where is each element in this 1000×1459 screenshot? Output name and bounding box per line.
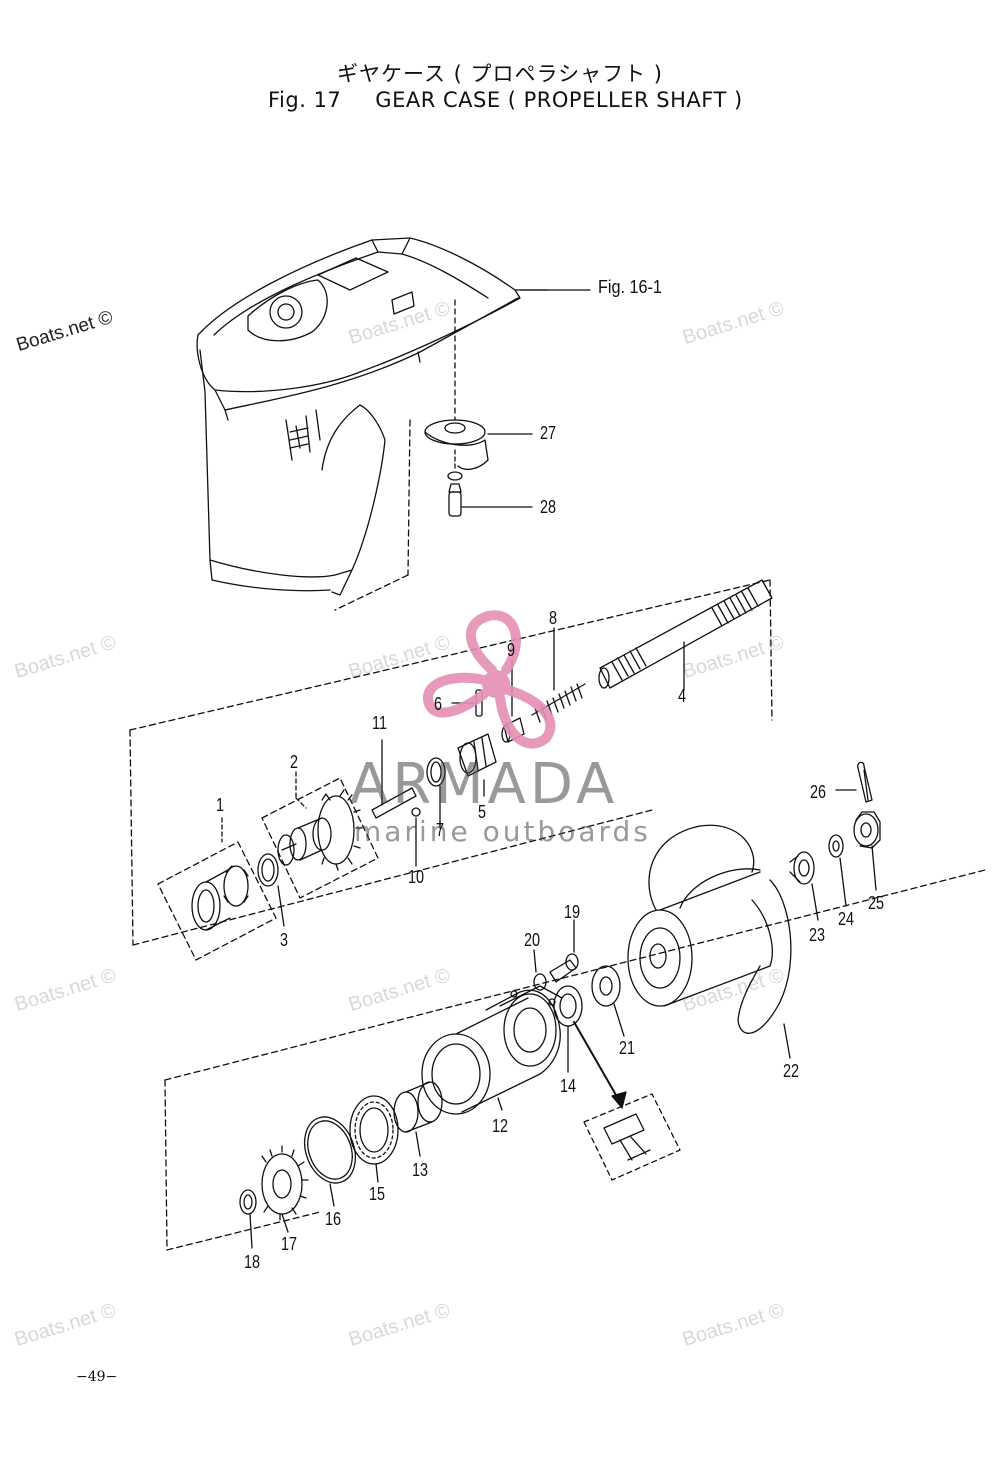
shaft-assembly-frame [129,579,986,1251]
figure-number: Fig. 17 [268,88,342,112]
callout-17: 17 [281,1234,298,1254]
page-number: −49− [76,1369,118,1385]
callout-15: 15 [369,1184,386,1204]
shift-rod [371,739,417,819]
figure-reference: Fig. 16-1 [598,277,662,297]
callout-22: 22 [783,1061,800,1081]
callout-25: 25 [868,893,885,913]
callout-13: 13 [412,1160,429,1180]
callout-26: 26 [810,782,827,802]
seal-detail-box [583,1093,681,1181]
callout-1: 1 [216,795,225,815]
callout-20: 20 [524,930,541,950]
gear-case-housing [196,237,589,611]
callout-2: 2 [290,752,299,772]
callout-3: 3 [280,930,289,950]
pin-ring [426,757,446,829]
title-japanese: ギヤケース ( プロペラシャフト ) [337,62,663,86]
needle-bearing [393,1081,443,1157]
spacer [789,851,819,921]
oil-seal [553,985,627,1109]
bearing-housing [421,985,563,1115]
housing-bolt [549,919,579,983]
nut-washer [828,834,847,907]
callout-18: 18 [244,1252,261,1272]
shim-ring [257,853,285,927]
armada-tagline: marine outboards [354,815,651,848]
propeller-nut [853,811,881,891]
callout-7: 7 [436,820,445,840]
callout-21: 21 [619,1038,636,1058]
spring [531,627,586,723]
callout-10: 10 [408,867,425,887]
callout-8: 8 [549,608,558,628]
anode-plate [424,419,533,517]
bearing-group [157,817,277,961]
callout-4: 4 [678,686,687,706]
propeller-thrust-washer [591,965,625,1037]
callout-5: 5 [478,802,487,822]
callout-6: 6 [434,694,443,714]
cotter-pin [835,761,873,803]
callout-24: 24 [838,909,855,929]
figure-title: GEAR CASE ( PROPELLER SHAFT ) [375,88,743,112]
clutch-dog [457,733,497,797]
forward-gear-group [261,771,379,899]
callout-9: 9 [507,640,516,660]
callout-28: 28 [540,497,557,517]
armada-logo [423,610,556,749]
propeller-shaft [598,579,773,691]
callout-14: 14 [560,1076,577,1096]
callout-23: 23 [809,925,826,945]
callout-12: 12 [492,1116,509,1136]
reverse-gear [261,1145,309,1233]
callout-19: 19 [564,902,581,922]
callout-11: 11 [372,713,387,733]
o-ring [303,1116,357,1207]
ball-bearing [349,1095,399,1183]
propeller [627,824,792,1059]
housing-washer [533,949,547,991]
title-english: Fig. 17 GEAR CASE ( PROPELLER SHAFT ) [268,88,743,112]
thrust-washer [239,1189,257,1249]
armada-brand: ARMADA [350,752,619,817]
callout-16: 16 [325,1209,342,1229]
ball [411,807,421,867]
callout-27: 27 [540,423,557,443]
